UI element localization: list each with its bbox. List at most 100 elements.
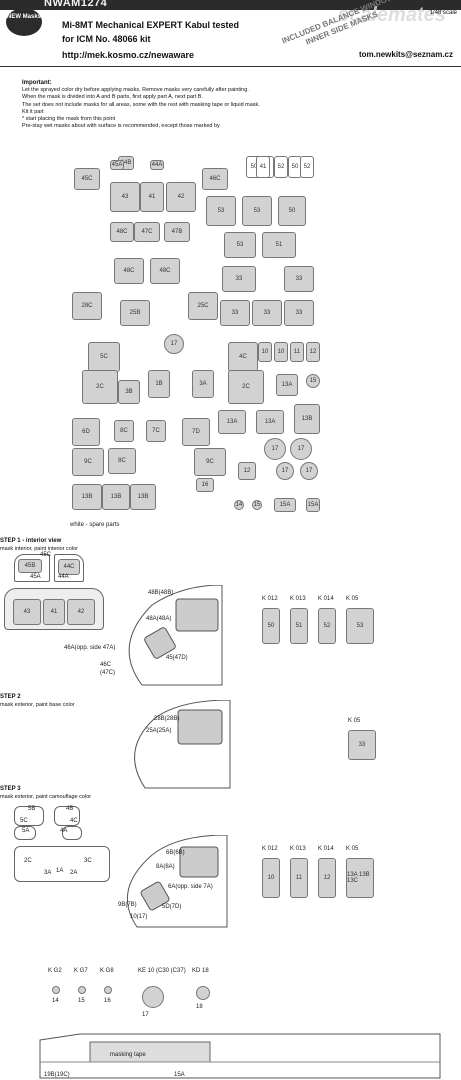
callout: 8A(8A) xyxy=(156,864,175,870)
mask-piece: 13B xyxy=(102,484,130,510)
mask-piece: 13B xyxy=(130,484,156,510)
mask-piece: 48C xyxy=(114,258,144,284)
callout: 46C xyxy=(100,662,112,668)
front-windshield: 43 41 42 xyxy=(4,588,104,630)
mask-piece: 16 xyxy=(196,478,214,492)
mask-piece: 33 xyxy=(220,300,250,326)
instructions-notes: Important: Let the sprayed color dry bef… xyxy=(22,80,322,130)
step1-title: STEP 1 - interior view xyxy=(0,538,62,544)
note-line: * start placing the mask from this point xyxy=(22,116,116,123)
mask-piece: 9C xyxy=(194,448,226,476)
nose-outline-step1 xyxy=(128,585,223,686)
mask-piece: 15 xyxy=(252,500,262,510)
canopy-frame xyxy=(62,826,82,840)
mask-piece: 14 xyxy=(234,500,244,510)
mask-piece: 15A xyxy=(274,498,296,512)
callout: 9B(7B) xyxy=(118,902,137,908)
nose-outline-step2 xyxy=(134,700,231,789)
mask-piece: 47B xyxy=(164,222,190,242)
step3-title: STEP 3 xyxy=(0,786,21,792)
mask-piece: 3A xyxy=(192,370,214,398)
tape-label: masking tape xyxy=(110,1052,146,1058)
fuselage-tape-diagram xyxy=(39,1033,441,1079)
mask-piece: 41 xyxy=(140,182,164,212)
mask-piece: 7D xyxy=(182,418,210,446)
mask-piece: 51 xyxy=(262,232,296,258)
mask-piece: 13A xyxy=(218,410,246,434)
wheel-number: 15 xyxy=(78,998,85,1004)
contact-email: tom.newkits@seznam.cz xyxy=(358,50,453,59)
scale-label: 1/48 scale xyxy=(429,10,457,16)
canopy-label: 4C xyxy=(70,818,78,824)
mask-piece: 15A xyxy=(306,498,320,512)
wheel-mask xyxy=(196,986,210,1000)
step2-subtitle: mask exterior, paint base color xyxy=(0,702,75,708)
mask-piece: 10 xyxy=(274,342,288,362)
mask-piece: 8C xyxy=(114,420,134,442)
wheel-mask xyxy=(142,986,164,1008)
mask-piece: 15 xyxy=(306,374,320,388)
canopy-label: 5B xyxy=(28,806,36,812)
mask-piece: 17 xyxy=(276,462,294,480)
mask-piece: 25B xyxy=(120,300,150,326)
callout: 6A(opp. side 7A) xyxy=(168,884,213,890)
mask-piece: 1B xyxy=(148,370,170,398)
mask-piece: 43 xyxy=(13,599,41,625)
mask-piece: 48C xyxy=(110,222,134,242)
mask-piece: 13A xyxy=(276,374,298,396)
canopy-frame xyxy=(14,846,110,882)
part-mask: 11 xyxy=(290,858,308,898)
mask-piece: 17 xyxy=(290,438,312,460)
wheel-code: K G7 xyxy=(74,968,88,974)
nose-outline-step3 xyxy=(126,835,228,928)
mask-piece: 52 xyxy=(300,156,314,178)
note-line: Pre-stay wet masks about with surface is… xyxy=(22,123,220,130)
mask-piece: 8C xyxy=(108,448,136,474)
canopy-frame xyxy=(54,806,80,826)
canopy-label: 4A xyxy=(60,828,68,834)
mask-piece: 48C xyxy=(150,258,180,284)
part-code: K 05 xyxy=(348,718,361,724)
step2-title: STEP 2 xyxy=(0,694,21,700)
part-code: K 013 xyxy=(290,596,306,602)
part-code: K 05 xyxy=(346,596,359,602)
mask-piece: 3B xyxy=(118,380,140,404)
bottom-left-label: 19B(19C) xyxy=(44,1072,70,1078)
mask-piece: 17 xyxy=(300,462,318,480)
canopy-left-window: 45B xyxy=(14,554,50,582)
mask-piece: 6D xyxy=(72,418,100,446)
wheel-mask xyxy=(52,986,60,994)
mask-piece: 17 xyxy=(264,438,286,460)
mask-piece: 47C xyxy=(134,222,160,242)
mask-piece: 52 xyxy=(274,156,288,178)
canopy-label: 2C xyxy=(24,858,32,864)
mask-piece: 45B xyxy=(18,559,42,573)
part-mask: 12 xyxy=(318,858,336,898)
part-mask: 13A 13B 13C xyxy=(346,858,374,898)
header-bar xyxy=(0,0,461,10)
mask-piece: 10 xyxy=(258,342,272,362)
callout: 6B(6B) xyxy=(166,850,185,856)
canopy-label: 1A xyxy=(56,868,64,874)
part-mask: 50 xyxy=(262,608,280,644)
part-code: K 014 xyxy=(318,596,334,602)
mask-piece: 13A xyxy=(256,410,284,434)
website-url: http://mek.kosmo.cz/newaware xyxy=(62,50,195,60)
canopy-label: 2A xyxy=(70,870,78,876)
mask-piece: 13B xyxy=(294,404,320,434)
canopy-label: 3C xyxy=(84,858,92,864)
canopy-label: 44A xyxy=(58,574,69,580)
note-line: Let the sprayed color dry before applyin… xyxy=(22,87,249,94)
wheel-number: 16 xyxy=(104,998,111,1004)
mask-piece: 42 xyxy=(166,182,196,212)
part-mask: 51 xyxy=(290,608,308,644)
mask-piece: 43 xyxy=(110,182,140,212)
callout: 5D(7D) xyxy=(162,904,182,910)
note-line: Kit it part xyxy=(22,108,44,115)
callout: (47C) xyxy=(100,670,116,676)
mask-piece: 44C xyxy=(58,559,80,575)
mask-piece: 12 xyxy=(306,342,320,362)
sheet-footnote: white - spare parts xyxy=(70,522,120,528)
callout: 25A(25A) xyxy=(146,728,172,734)
canopy-label: 5C xyxy=(20,818,28,824)
